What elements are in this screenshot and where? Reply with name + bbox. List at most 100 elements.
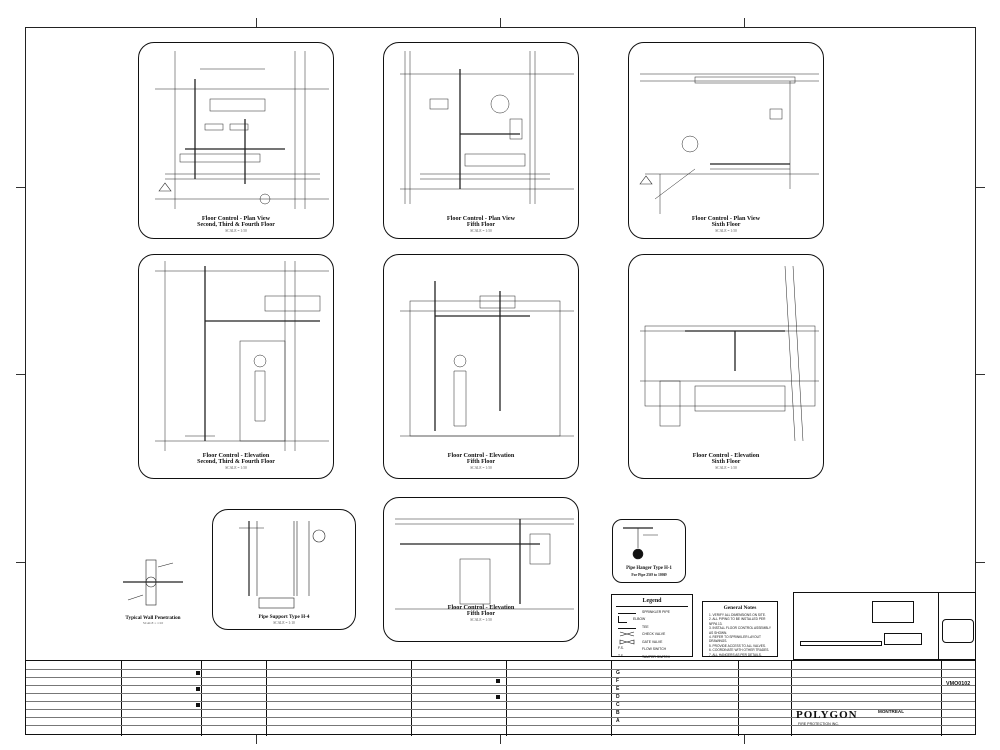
wall-penetration-drawing: [123, 559, 183, 606]
stamp-box: [872, 601, 914, 623]
elevation-2-3-4-panel: Floor Control - Elevation Second, Third …: [138, 254, 334, 479]
detail-title: Pipe Hanger Type H-1: [626, 566, 672, 571]
legend-item: F.S.FLOW SWITCH: [618, 646, 667, 652]
border-tick: [976, 374, 985, 375]
view-title: Floor Control - Plan View: [201, 215, 271, 222]
elevation-drawing: [640, 265, 819, 442]
pipe-hanger-panel: Pipe Hanger Type H-1 For Pipe 25Ø to 100…: [612, 519, 686, 583]
view-scale: SCALE = 1:50: [715, 229, 737, 233]
title-strip: G F E D C B A POLYGON FIRE PROTECTION IN…: [25, 660, 976, 736]
view-scale: SCALE = 1:50: [470, 229, 492, 233]
company-logo-text: POLYGON: [796, 709, 858, 721]
view-caption: Floor Control - Plan View Fifth Floor SC…: [384, 215, 578, 234]
note-line: 3. INSTALL FLOOR CONTROL ASSEMBLY AS SHO…: [709, 626, 771, 635]
revision-letter: A: [616, 718, 620, 724]
legend-item: ELBOW: [612, 615, 692, 624]
note-line: 4. REFER TO SPRINKLER LAYOUT DRAWINGS.: [709, 635, 761, 644]
plan-view-2-3-4-panel: Floor Control - Plan View Second, Third …: [138, 42, 334, 239]
view-scale: SCALE = 1:50: [715, 466, 737, 470]
wall-penetration-detail: Typical Wall Penetration SCALE = 1:10: [118, 555, 188, 625]
view-title: Floor Control - Elevation: [447, 452, 515, 459]
view-title: Floor Control - Plan View: [691, 215, 761, 222]
elevation-drawing: [155, 261, 329, 451]
view-caption: Floor Control - Elevation Second, Third …: [139, 452, 333, 471]
stamp-box: [884, 633, 922, 645]
view-title: Floor Control - Plan View: [446, 215, 516, 222]
view-caption: Floor Control - Plan View Second, Third …: [139, 215, 333, 234]
detail-subtitle: For Pipe 25Ø to 100Ø: [631, 573, 667, 577]
note-line: 7. ALL HANGERS AS PER DETAILS.: [709, 652, 762, 657]
logo-box: [942, 619, 974, 643]
detail-title: Typical Wall Penetration: [125, 615, 181, 621]
revision-letter: E: [616, 686, 620, 692]
note-line: 2. ALL PIPING TO BE INSTALLED PER NFPA 1…: [709, 617, 766, 626]
note-line: 5. PROVIDE ACCESS TO ALL VALVES.: [709, 643, 766, 648]
view-scale: SCALE = 1:50: [470, 618, 492, 622]
plan-drawing: [400, 51, 574, 204]
revision-letter: D: [616, 694, 620, 700]
pipe-support-drawing: [239, 521, 326, 609]
view-scale: SCALE = 1:50: [225, 466, 247, 470]
view-subtitle: Sixth Floor: [711, 459, 741, 465]
view-subtitle: Sixth Floor: [711, 222, 741, 228]
view-subtitle: Second, Third & Fourth Floor: [197, 222, 275, 228]
border-tick: [976, 187, 985, 188]
border-tick: [500, 18, 501, 27]
view-caption: Floor Control - Plan View Sixth Floor SC…: [629, 215, 823, 234]
view-caption: Floor Control - Elevation Fifth Floor SC…: [384, 452, 578, 471]
legend-item: T.S.TAMPER SWITCH: [618, 653, 671, 659]
border-tick: [256, 735, 257, 744]
pipe-hanger-drawing: [623, 527, 658, 560]
border-tick: [16, 562, 25, 563]
note-line: 1. VERIFY ALL DIMENSIONS ON SITE.: [709, 613, 766, 617]
view-scale: SCALE = 1:50: [225, 229, 247, 233]
scale-bar: [800, 641, 882, 646]
view-title: Floor Control - Elevation: [692, 452, 760, 459]
border-tick: [744, 735, 745, 744]
notes-title: General Notes: [723, 605, 757, 611]
detail-scale: SCALE = 1:10: [142, 621, 164, 625]
view-subtitle: Fifth Floor: [466, 611, 496, 617]
view-subtitle: Fifth Floor: [466, 222, 496, 228]
border-tick: [16, 374, 25, 375]
detail-title: Pipe Support Type H-4: [258, 614, 310, 620]
revision-letter: G: [616, 670, 620, 676]
legend-item: GATE VALVE: [612, 638, 692, 646]
stamp-block: [793, 592, 976, 661]
view-subtitle: Fifth Floor: [466, 459, 496, 465]
view-title: Floor Control - Elevation: [447, 604, 515, 611]
view-scale: SCALE = 1:50: [470, 466, 492, 470]
elevation-drawing: [395, 518, 574, 610]
legend-box: Legend SPRINKLER PIPE ELBOW TEE CHECK VA…: [611, 594, 693, 659]
detail-scale: SCALE = 1:10: [273, 621, 295, 625]
elevation-drawing: [400, 281, 574, 437]
view-title: Floor Control - Elevation: [202, 452, 270, 459]
border-tick: [744, 18, 745, 27]
general-notes-box: General Notes 1. VERIFY ALL DIMENSIONS O…: [702, 601, 778, 657]
border-tick: [500, 735, 501, 744]
elevation-5-bottom-panel: Floor Control - Elevation Fifth Floor SC…: [383, 497, 579, 642]
view-subtitle: Second, Third & Fourth Floor: [197, 459, 275, 465]
revision-letter: C: [616, 702, 620, 708]
view-caption: Floor Control - Elevation Sixth Floor SC…: [629, 452, 823, 471]
view-caption: Pipe Hanger Type H-1 For Pipe 25Ø to 100…: [613, 565, 685, 579]
revision-letter: B: [616, 710, 620, 716]
border-tick: [16, 187, 25, 188]
elevation-5-panel: Floor Control - Elevation Fifth Floor SC…: [383, 254, 579, 479]
sheet-number: VMO0102: [946, 681, 971, 687]
plan-view-5-panel: Floor Control - Plan View Fifth Floor SC…: [383, 42, 579, 239]
legend-title: Legend: [642, 598, 662, 604]
legend-item: SPRINKLER PIPE: [612, 608, 692, 616]
plan-drawing: [639, 73, 819, 214]
view-caption: Pipe Support Type H-4 SCALE = 1:10: [213, 614, 355, 626]
plan-view-6-panel: Floor Control - Plan View Sixth Floor SC…: [628, 42, 824, 239]
revision-letter: F: [616, 678, 620, 684]
legend-item: TEE: [612, 623, 692, 631]
view-caption: Floor Control - Elevation Fifth Floor SC…: [384, 604, 578, 623]
pipe-support-panel: Pipe Support Type H-4 SCALE = 1:10: [212, 509, 356, 630]
company-subtitle: FIRE PROTECTION INC.: [798, 722, 839, 726]
border-tick: [976, 562, 985, 563]
elevation-6-panel: Floor Control - Elevation Sixth Floor SC…: [628, 254, 824, 479]
border-tick: [256, 18, 257, 27]
